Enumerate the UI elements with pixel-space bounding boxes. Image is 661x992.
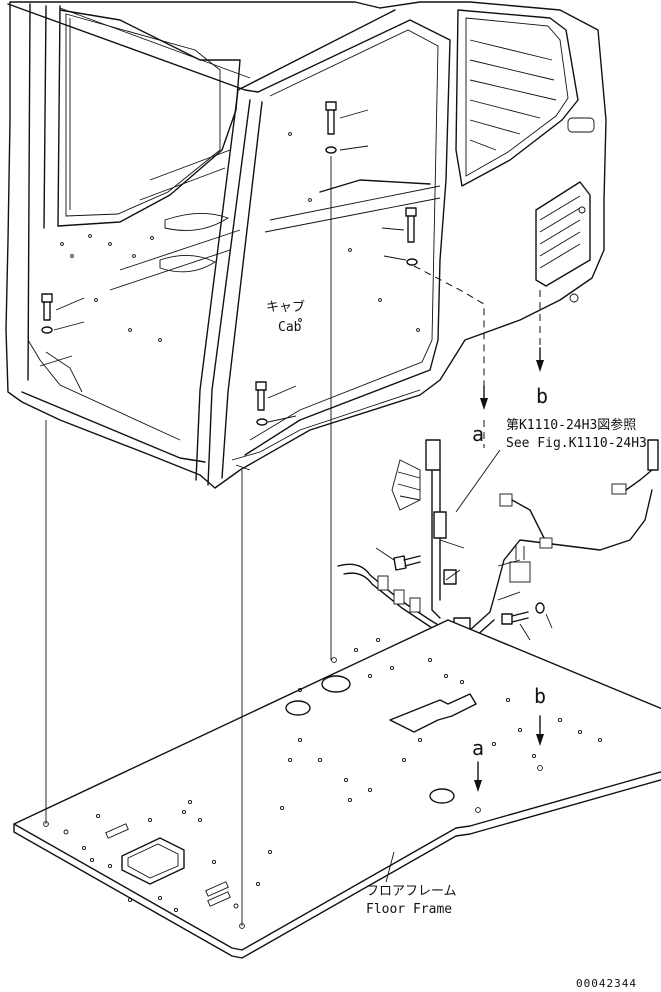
floor-frame xyxy=(13,619,661,959)
cab-label-jp: キャブ xyxy=(266,300,306,315)
drawing-number: 00042344 xyxy=(576,977,637,990)
wiring-harness xyxy=(337,439,659,641)
reference-label-jp: 第K1110-24H3図参照 xyxy=(506,418,637,433)
cab-label-en: Cab xyxy=(278,320,302,335)
mark-a-cab: a xyxy=(472,422,485,446)
reference-label-en: See Fig.K1110-24H3 xyxy=(506,436,647,451)
cab-bolts xyxy=(41,101,418,426)
floor-frame-label-jp: フロアフレーム xyxy=(366,884,457,899)
mark-b-cab: b xyxy=(536,384,549,408)
mark-a-floor: a xyxy=(472,736,485,760)
mark-b-floor: b xyxy=(534,684,547,708)
cab-assembly xyxy=(5,1,607,489)
floor-frame-label-en: Floor Frame xyxy=(366,902,453,917)
assembly-guide-lines xyxy=(45,156,544,926)
